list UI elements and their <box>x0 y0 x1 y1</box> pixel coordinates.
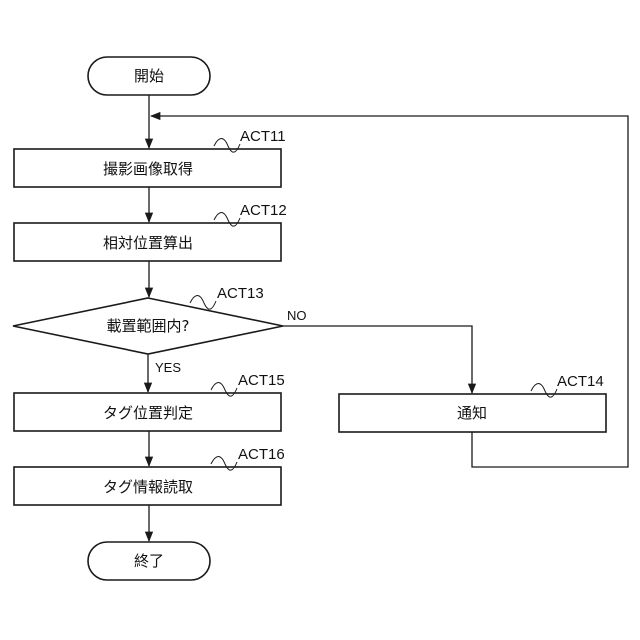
act11-tag: ACT11 <box>240 128 286 145</box>
act13-label: 載置範囲内? <box>107 317 190 335</box>
act16-label: タグ情報読取 <box>103 478 193 496</box>
act12-tag: ACT12 <box>240 202 287 219</box>
act16-step: タグ情報読取 <box>14 467 281 505</box>
act14-step: 通知 <box>339 394 606 432</box>
act15-tag: ACT15 <box>238 372 285 389</box>
end-terminator: 終了 <box>88 542 210 580</box>
act13-decision: 載置範囲内? <box>13 298 283 354</box>
act14-label: 通知 <box>457 404 487 422</box>
act12-label: 相対位置算出 <box>103 234 193 252</box>
start-terminator: 開始 <box>88 57 210 95</box>
act16-tag: ACT16 <box>238 446 285 463</box>
no-branch-line <box>283 326 472 393</box>
act11-label: 撮影画像取得 <box>103 160 193 178</box>
start-label: 開始 <box>134 67 164 85</box>
act11-step: 撮影画像取得 <box>14 149 281 187</box>
act12-step: 相対位置算出 <box>14 223 281 261</box>
act14-tag: ACT14 <box>557 373 604 390</box>
no-branch-label: NO <box>287 308 307 323</box>
act15-step: タグ位置判定 <box>14 393 281 431</box>
yes-branch-label: YES <box>155 360 181 375</box>
act13-tag: ACT13 <box>217 285 264 302</box>
act15-label: タグ位置判定 <box>103 404 193 422</box>
end-label: 終了 <box>134 552 164 570</box>
